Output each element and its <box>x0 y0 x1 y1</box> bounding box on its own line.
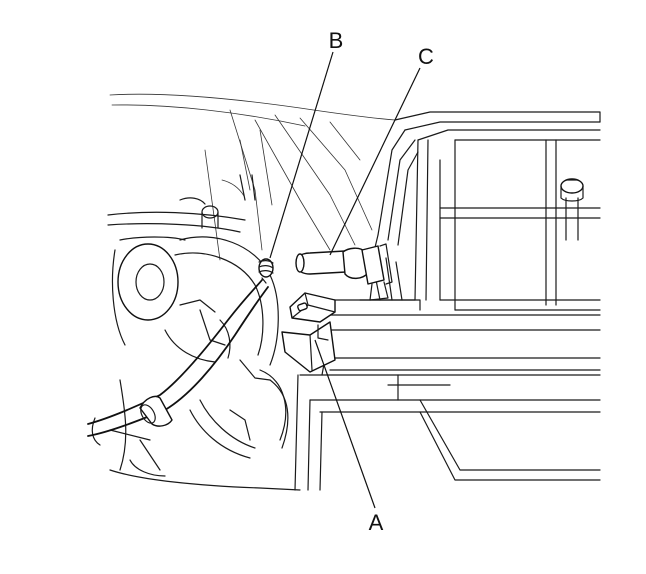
upper-housing <box>109 93 396 261</box>
control-shaft <box>295 243 393 301</box>
leader-line-b <box>269 51 334 259</box>
spring-coil-icon <box>258 258 274 284</box>
bolt-head-icon <box>560 178 584 194</box>
callout-label-b: B <box>329 28 344 53</box>
leader-line-c <box>329 67 421 256</box>
right-housing-frame <box>294 111 601 491</box>
cable-clip <box>281 292 336 373</box>
leader-lines <box>269 51 421 509</box>
callout-label-c: C <box>418 44 434 69</box>
actuator-bracket <box>329 129 421 311</box>
leader-line-a <box>314 339 376 509</box>
callout-label-a: A <box>369 510 384 535</box>
control-cable <box>87 258 274 437</box>
blower-motor-housing <box>91 174 301 491</box>
